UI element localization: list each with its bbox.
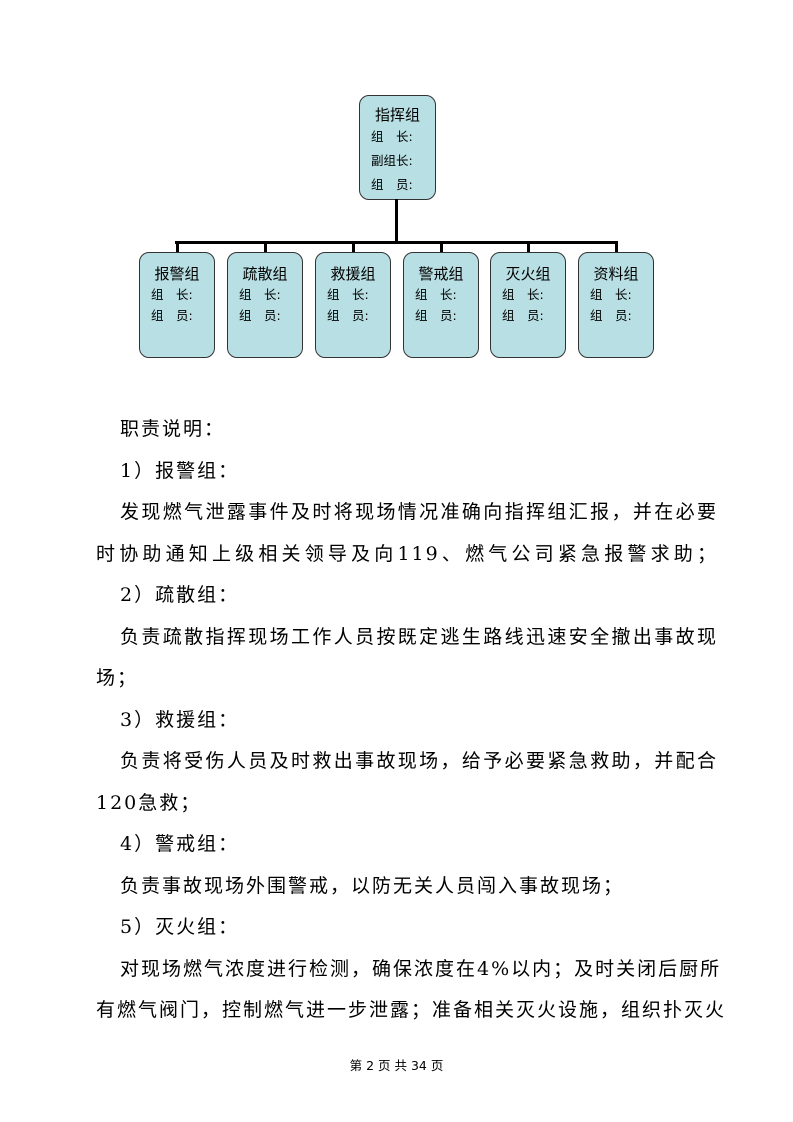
box-title: 指挥组 bbox=[374, 106, 420, 124]
connector-drop bbox=[176, 242, 179, 253]
body-text-line: 5）灭火组： bbox=[120, 916, 240, 938]
box-row: 组 长: bbox=[151, 287, 193, 302]
body-text-line: 对现场燃气浓度进行检测，确保浓度在4%以内；及时关闭后厨所 bbox=[120, 957, 722, 980]
connector-horizontal bbox=[175, 241, 618, 244]
box-row: 组 员: bbox=[239, 308, 281, 323]
box-row: 组 长: bbox=[371, 129, 413, 144]
connector-drop bbox=[352, 242, 355, 253]
body-text-line: 4）警戒组： bbox=[120, 833, 240, 855]
connector-drop bbox=[440, 242, 443, 253]
box-row: 组 员: bbox=[327, 308, 369, 323]
box-row: 组 员: bbox=[590, 308, 632, 323]
box-title: 报警组 bbox=[154, 265, 200, 283]
body-text-line: 负责疏散指挥现场工作人员按既定逃生路线迅速安全撤出事故现 bbox=[120, 625, 718, 648]
box-title: 救援组 bbox=[330, 265, 376, 283]
box-row: 组 员: bbox=[502, 308, 544, 323]
box-row: 组 长: bbox=[502, 287, 544, 302]
box-row: 组 长: bbox=[327, 287, 369, 302]
org-box-group: 报警组组 长: 组 员: bbox=[139, 252, 215, 358]
body-text-line: 场； bbox=[96, 667, 139, 689]
box-row: 组 长: bbox=[590, 287, 632, 302]
box-row: 副组长: bbox=[371, 153, 413, 168]
body-text-line: 职责说明： bbox=[120, 418, 226, 440]
box-title: 灭火组 bbox=[505, 265, 551, 283]
box-title: 警戒组 bbox=[418, 265, 464, 283]
box-title: 疏散组 bbox=[242, 265, 288, 283]
body-text-line: 3）救援组： bbox=[120, 708, 240, 731]
org-box-group: 灭火组组 长: 组 员: bbox=[490, 252, 566, 358]
box-row: 组 员: bbox=[371, 177, 413, 192]
connector-drop bbox=[527, 242, 530, 253]
body-text-line: 负责将受伤人员及时救出事故现场，给予必要紧急救助，并配合 bbox=[120, 750, 718, 772]
org-box-group: 救援组组 长: 组 员: bbox=[315, 252, 391, 358]
box-title: 资料组 bbox=[593, 265, 639, 283]
body-text-line: 发现燃气泄露事件及时将现场情况准确向指挥组汇报，并在必要 bbox=[120, 501, 718, 523]
box-row: 组 员: bbox=[415, 308, 457, 323]
connector-vertical bbox=[395, 199, 398, 244]
box-row: 组 长: bbox=[415, 287, 457, 302]
org-box-group: 警戒组组 长: 组 员: bbox=[403, 252, 479, 358]
body-text-line: 时协助通知上级相关领导及向119、燃气公司紧急报警求助； bbox=[96, 542, 718, 565]
box-row: 组 员: bbox=[151, 308, 193, 323]
body-text-line: 120急救； bbox=[96, 791, 202, 814]
org-box-group: 疏散组组 长: 组 员: bbox=[227, 252, 303, 358]
connector-drop bbox=[615, 242, 618, 253]
page-footer: 第 2 页 共 34 页 bbox=[349, 1058, 444, 1073]
body-text-line: 1）报警组： bbox=[120, 459, 240, 482]
body-text-line: 2）疏散组： bbox=[120, 584, 240, 606]
connector-drop bbox=[264, 242, 267, 253]
body-text-line: 负责事故现场外围警戒，以防无关人员闯入事故现场； bbox=[120, 874, 625, 897]
org-box-command: 指挥组 组 长: 副组长: 组 员: bbox=[359, 95, 436, 200]
org-box-group: 资料组组 长: 组 员: bbox=[578, 252, 654, 358]
box-row: 组 长: bbox=[239, 287, 281, 302]
body-text-line: 有燃气阀门，控制燃气进一步泄露；准备相关灭火设施，组织扑灭火 bbox=[96, 999, 727, 1021]
